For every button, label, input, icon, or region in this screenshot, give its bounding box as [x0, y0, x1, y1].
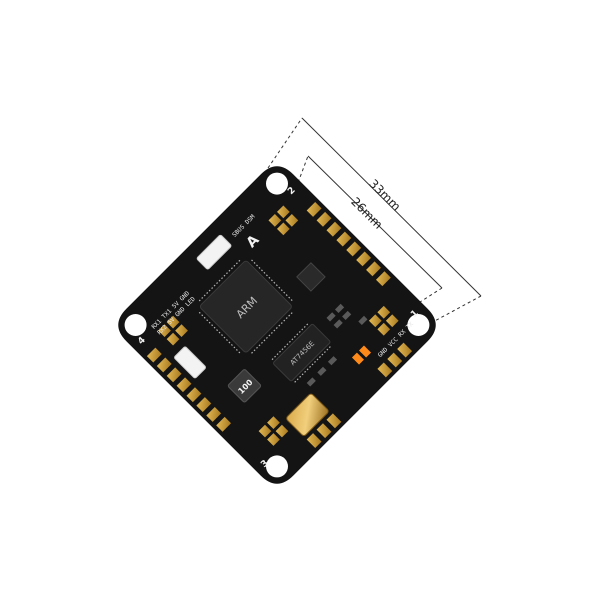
connector-top — [196, 234, 232, 270]
motor-number: 1 — [409, 309, 421, 321]
led-orange — [359, 345, 372, 358]
led-orange — [351, 352, 364, 365]
motor-number: 2 — [286, 186, 298, 198]
mount-hole — [124, 314, 147, 336]
gyro-chip — [296, 262, 326, 292]
connector-left — [174, 346, 206, 379]
mcu-pins — [198, 259, 293, 354]
mcu-chip — [199, 260, 292, 353]
mount-hole — [407, 314, 430, 336]
flight-controller-board: ARM AT7456E 100 RX1 TX1 5V GND RX2 5V GN… — [118, 166, 436, 484]
osd-pins — [271, 322, 332, 383]
passive-components — [306, 303, 368, 387]
dimension-lines — [267, 117, 482, 331]
mount-hole — [266, 455, 288, 478]
inner-dimension-label: 26mm — [348, 195, 385, 232]
usb-port — [286, 393, 329, 436]
mount-hole — [266, 172, 288, 195]
motor-number: 4 — [136, 335, 148, 347]
osd-chip — [273, 323, 331, 382]
motor-number: 3 — [259, 458, 271, 470]
inductor — [227, 369, 262, 403]
edge-pads — [146, 201, 413, 449]
